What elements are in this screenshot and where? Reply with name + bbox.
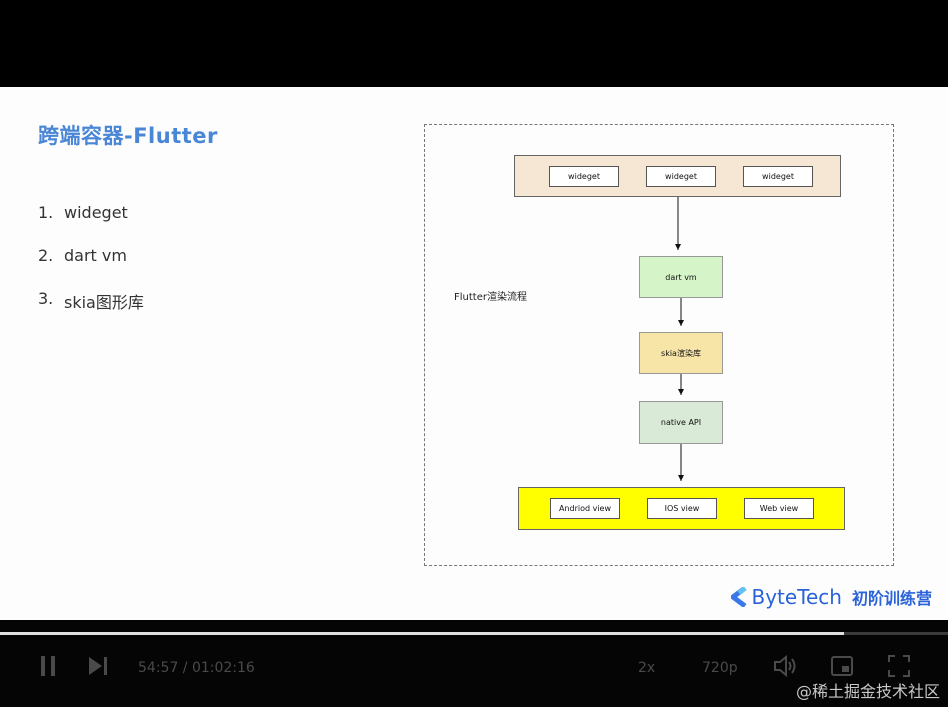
bullet-number: 2.	[38, 246, 54, 265]
pause-button[interactable]	[38, 654, 58, 682]
platform-view-layer: Andriod view IOS view Web view	[518, 487, 845, 530]
bullet-number: 3.	[38, 289, 54, 308]
volume-icon	[774, 654, 796, 678]
skip-next-icon	[89, 657, 107, 675]
brand-subtitle: 初阶训练营	[851, 589, 932, 608]
bytetech-logo-icon	[731, 587, 748, 607]
bullet-item: 3. skia图形库	[38, 289, 144, 332]
progress-bar[interactable]	[0, 632, 948, 635]
bullet-list: 1. wideget 2. dart vm 3. skia图形库	[38, 203, 144, 332]
brand-name: ByteTech	[751, 585, 842, 609]
diagram-label: Flutter渲染流程	[454, 292, 527, 303]
bullet-text: dart vm	[64, 246, 127, 265]
bullet-number: 1.	[38, 203, 54, 222]
next-button[interactable]	[86, 654, 110, 682]
web-view-box: Web view	[744, 498, 814, 519]
flow-arrows	[675, 197, 684, 481]
ios-view-box: IOS view	[647, 498, 717, 519]
native-api-node: native API	[639, 401, 723, 444]
speed-button[interactable]: 2x	[638, 660, 656, 676]
volume-button[interactable]	[772, 654, 798, 682]
slide-title: 跨端容器-Flutter	[38, 124, 218, 148]
flutter-render-diagram: Flutter渲染流程 wideget wideget wideget dart…	[424, 124, 894, 566]
video-player-controls: 54:57 / 01:02:16 2x 720p @稀土掘金技术社区	[0, 620, 948, 707]
picture-in-picture-icon	[831, 656, 853, 676]
widget-box: wideget	[646, 166, 716, 187]
time-display: 54:57 / 01:02:16	[138, 660, 255, 676]
widget-box: wideget	[549, 166, 619, 187]
fullscreen-button[interactable]	[887, 654, 911, 682]
presentation-slide: 跨端容器-Flutter 1. wideget 2. dart vm 3. sk…	[0, 87, 948, 620]
bullet-item: 2. dart vm	[38, 246, 144, 289]
bullet-item: 1. wideget	[38, 203, 144, 246]
bytetech-brand: ByteTech 初阶训练营	[731, 585, 932, 609]
android-view-box: Andriod view	[550, 498, 620, 519]
progress-fill	[0, 632, 844, 635]
pip-button[interactable]	[830, 654, 854, 682]
dart-vm-node: dart vm	[639, 256, 723, 298]
video-top-letterbox	[0, 0, 948, 87]
quality-button[interactable]: 720p	[702, 660, 738, 676]
skia-node: skia渲染库	[639, 332, 723, 374]
watermark: @稀土掘金技术社区	[795, 682, 940, 701]
widget-box: wideget	[743, 166, 813, 187]
widget-layer: wideget wideget wideget	[514, 155, 841, 197]
pause-icon	[41, 656, 55, 676]
bullet-text: skia图形库	[64, 293, 144, 312]
fullscreen-icon	[888, 655, 910, 677]
bullet-text: wideget	[64, 203, 128, 222]
